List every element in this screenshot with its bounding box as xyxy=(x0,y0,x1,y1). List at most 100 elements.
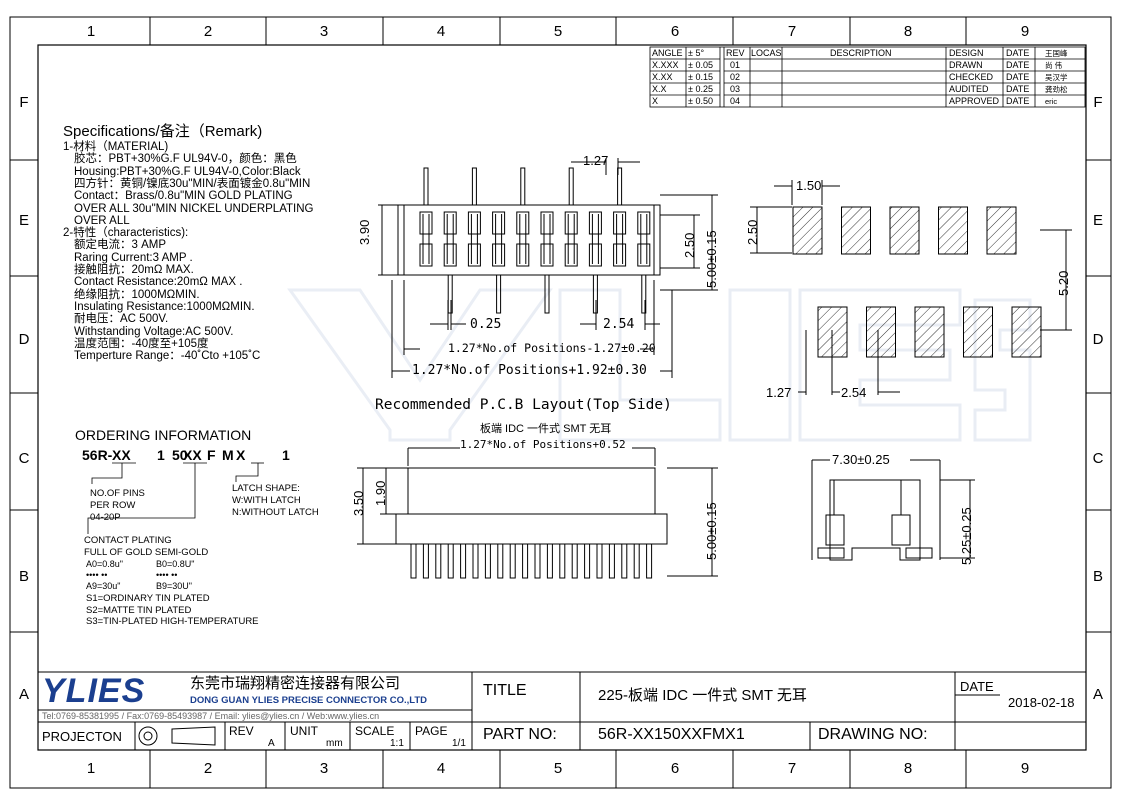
scale-label: SCALE xyxy=(355,724,395,738)
approval-name: eric xyxy=(1045,97,1058,106)
spec-line: 1-材料（MATERIAL) xyxy=(63,141,169,153)
grid-row-label-right: D xyxy=(1092,331,1104,348)
spec-tables xyxy=(649,46,1086,108)
grid-column-label-bottom: 8 xyxy=(903,760,913,777)
spec-line: 额定电流：3 AMP xyxy=(74,239,167,252)
part-code-segment: 1 xyxy=(157,447,165,463)
grid-row-label-left: F xyxy=(19,94,29,111)
grid-row-label-right: A xyxy=(1092,686,1103,703)
latch-label: LATCH SHAPE: xyxy=(232,483,300,494)
tin-option: S2=MATTE TIN PLATED xyxy=(86,604,192,616)
dim-pcb-250: 2.50 xyxy=(745,219,760,245)
end-view-connector xyxy=(811,459,975,561)
rev-value: A xyxy=(268,738,275,749)
part-code-segment: 56R- xyxy=(82,447,113,463)
dim-254: 2.54 xyxy=(603,317,635,332)
latch-label: N:WITHOUT LATCH xyxy=(232,507,319,518)
rev-label: REV xyxy=(229,724,254,738)
part-code-segment: XX xyxy=(112,447,131,463)
plating-label: FULL OF GOLD SEMI-GOLD xyxy=(84,547,209,558)
tol-angle-value: ± 5° xyxy=(688,48,705,58)
spec-line: OVER ALL xyxy=(74,214,130,227)
grid-column-label-top: 8 xyxy=(903,23,913,40)
pcb-layout xyxy=(750,180,1072,395)
ordering-leaders xyxy=(87,462,264,534)
plating-b-option: •••• •• xyxy=(156,570,178,580)
approval-date-label: DATE xyxy=(1006,84,1030,94)
grid-row-label-left: C xyxy=(18,450,30,467)
grid-column-label-bottom: 7 xyxy=(787,760,797,777)
plating-a-option: •••• •• xyxy=(86,570,108,580)
grid-column-label-bottom: 3 xyxy=(319,760,329,777)
grid-row-label-right: B xyxy=(1092,568,1103,585)
approval-name: 龚劲松 xyxy=(1045,85,1068,94)
spec-line: 温度范围：-40度至+105度 xyxy=(74,337,209,350)
tin-option: S1=ORDINARY TIN PLATED xyxy=(86,593,210,604)
pins-label: 04-20P xyxy=(90,512,121,523)
approval-name: 尚 伟 xyxy=(1045,61,1063,70)
grid-column-label-bottom: 2 xyxy=(203,760,213,777)
dim-end-525: 5.25±0.25 xyxy=(959,507,974,565)
approval-name: 王国峰 xyxy=(1045,49,1068,58)
tol-row-value: ± 0.15 xyxy=(688,72,713,82)
rev-row: 01 xyxy=(730,60,741,70)
page-label: PAGE xyxy=(415,724,448,738)
dim-025: 0.25 xyxy=(470,317,502,332)
part-no-value: 56R-XX150XXFMX1 xyxy=(598,726,745,743)
approval-name: 吴汉学 xyxy=(1045,73,1068,82)
dim-pcb-150: 1.50 xyxy=(796,178,822,193)
locas-col-header: LOCAS xyxy=(751,48,782,58)
approval-date-label: DATE xyxy=(1006,60,1030,70)
spec-line: 绝缘阻抗：1000MΩMIN. xyxy=(74,288,200,301)
tol-angle-label: ANGLE xyxy=(652,48,683,58)
spec-line: Temperture Range：-40˚Cto +105˚C xyxy=(74,350,261,363)
drawing-no-label: DRAWING NO: xyxy=(818,726,928,743)
approval-role: AUDITED xyxy=(949,84,989,94)
grid-column-label-top: 7 xyxy=(787,23,797,40)
dim-side-190: 1.90 xyxy=(373,480,388,506)
approval-role: DRAWN xyxy=(949,60,983,70)
grid-column-label-top: 2 xyxy=(203,23,213,40)
approval-role: CHECKED xyxy=(949,72,994,82)
grid-column-label-bottom: 5 xyxy=(553,760,563,777)
spec-line: 2-特性（characteristics): xyxy=(63,227,189,240)
company-contact: Tel:0769-85381995 / Fax:0769-85493987 / … xyxy=(42,711,380,721)
grid-row-label-right: E xyxy=(1092,212,1103,229)
plating-b-option: B9=30U" xyxy=(156,581,192,591)
tol-row-label: X.XXX xyxy=(652,60,679,70)
dim-len1: 1.27*No.of Positions-1.27±0.20 xyxy=(448,341,656,355)
unit-value: mm xyxy=(326,738,343,749)
grid-column-label-bottom: 9 xyxy=(1020,760,1030,777)
rev-row: 02 xyxy=(730,72,741,82)
dim-len2: 1.27*No.of Positions+1.92±0.30 xyxy=(412,363,647,378)
grid-column-label-top: 9 xyxy=(1020,23,1030,40)
date-value: 2018-02-18 xyxy=(1008,695,1075,710)
latch-label: W:WITH LATCH xyxy=(232,495,301,506)
dim-pitch-top: 1.27 xyxy=(583,153,609,168)
grid-column-label-top: 5 xyxy=(553,23,563,40)
spec-line: Contact Resistance:20mΩ MAX . xyxy=(74,276,243,289)
plating-a-option: A9=30u" xyxy=(86,581,121,591)
grid-column-label-top: 1 xyxy=(86,23,96,40)
spec-line: Contact：Brass/0.8u"MIN GOLD PLATING xyxy=(74,190,293,203)
spec-line: OVER ALL 30u"MIN NICKEL UNDERPLATING xyxy=(74,202,314,215)
dim-500-top: 5.00±0.15 xyxy=(704,230,719,288)
page-value: 1/1 xyxy=(452,738,466,749)
dim-side-350: 3.50 xyxy=(351,490,366,516)
spec-line: Insulating Resistance:1000MΩMIN. xyxy=(74,300,255,313)
dim-pcb-127: 1.27 xyxy=(766,385,792,400)
spec-line: Withstanding Voltage:AC 500V. xyxy=(74,325,234,338)
title-value: 225-板端 IDC 一件式 SMT 无耳 xyxy=(598,687,807,704)
date-label: DATE xyxy=(960,679,994,694)
tol-row-value: ± 0.50 xyxy=(688,96,713,106)
grid-row-label-right: F xyxy=(1093,94,1103,111)
part-code-segment: XX xyxy=(183,447,202,463)
company-name-en: DONG GUAN YLIES PRECISE CONNECTOR CO.,LT… xyxy=(190,695,427,706)
approval-role: DESIGN xyxy=(949,48,984,58)
approval-role: APPROVED xyxy=(949,96,1000,106)
part-code-segment: X xyxy=(236,447,246,463)
spec-line: 接触阻抗：20mΩ MAX. xyxy=(74,264,194,276)
grid-row-label-left: E xyxy=(18,212,29,229)
tol-row-label: X xyxy=(652,96,659,106)
